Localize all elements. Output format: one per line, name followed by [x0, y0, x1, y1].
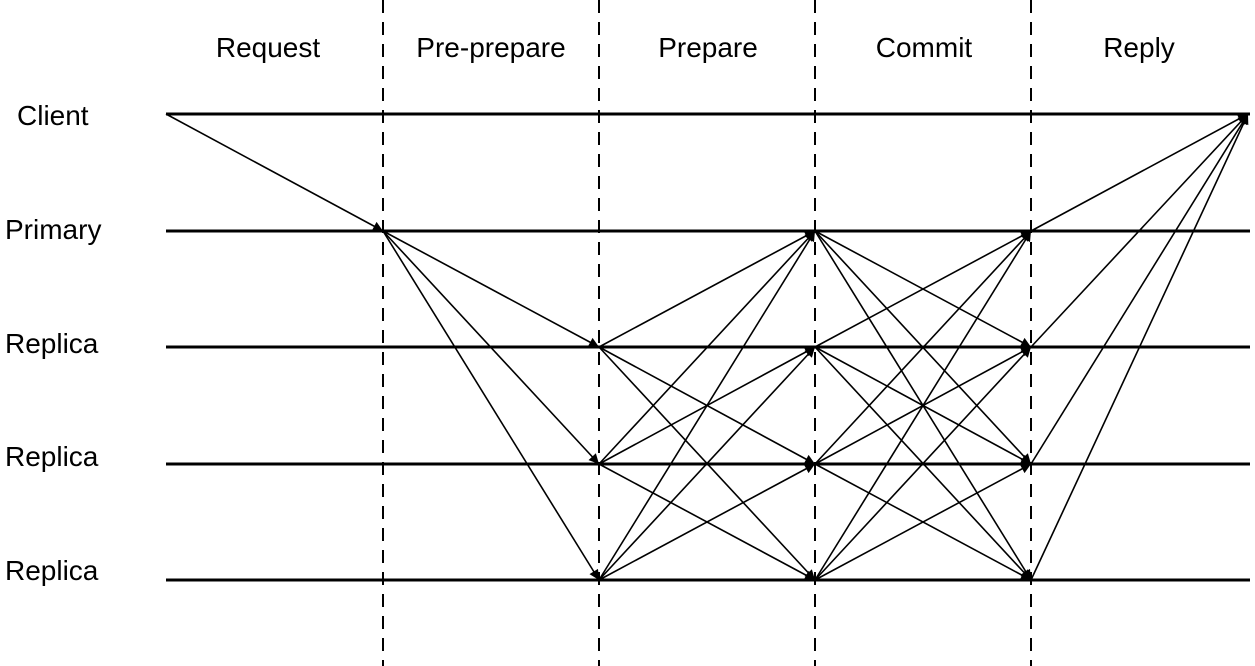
- message-arrow-reply-2-to-0: [1030, 113, 1249, 348]
- node-label-replica-1: Replica: [5, 328, 99, 359]
- message-arrow-pre-prepare-1-to-3: [382, 230, 600, 465]
- message-arrow-commit-4-to-1: [814, 230, 1032, 581]
- message-arrow-prepare-4-to-1: [598, 230, 816, 581]
- message-arrow-reply-3-to-0: [1030, 113, 1249, 465]
- message-arrow-prepare-3-to-1: [598, 230, 816, 465]
- message-arrow-reply-4-to-0: [1030, 113, 1249, 581]
- phase-label-commit: Commit: [876, 32, 973, 63]
- phase-label-prepare: Prepare: [658, 32, 758, 63]
- message-arrow-commit-4-to-2: [814, 346, 1032, 581]
- node-label-client: Client: [17, 100, 89, 131]
- message-arrow-request-0-to-1: [165, 113, 384, 232]
- message-arrow-pre-prepare-1-to-2: [382, 230, 600, 348]
- message-arrow-prepare-4-to-3: [598, 463, 816, 581]
- message-arrow-prepare-4-to-2: [598, 346, 816, 581]
- message-arrow-commit-3-to-1: [814, 230, 1032, 465]
- phase-label-request: Request: [216, 32, 321, 63]
- phase-label-pre-prepare: Pre-prepare: [416, 32, 565, 63]
- message-arrow-prepare-2-to-1: [598, 230, 816, 348]
- node-label-primary: Primary: [5, 214, 101, 245]
- message-arrow-commit-4-to-3: [814, 463, 1032, 581]
- message-arrow-reply-1-to-0: [1030, 113, 1249, 232]
- message-arrow-pre-prepare-1-to-4: [382, 230, 600, 581]
- node-label-replica-2: Replica: [5, 441, 99, 472]
- phase-label-reply: Reply: [1103, 32, 1175, 63]
- node-label-replica-3: Replica: [5, 555, 99, 586]
- message-arrow-commit-2-to-1: [814, 230, 1032, 348]
- message-arrows: [165, 113, 1249, 581]
